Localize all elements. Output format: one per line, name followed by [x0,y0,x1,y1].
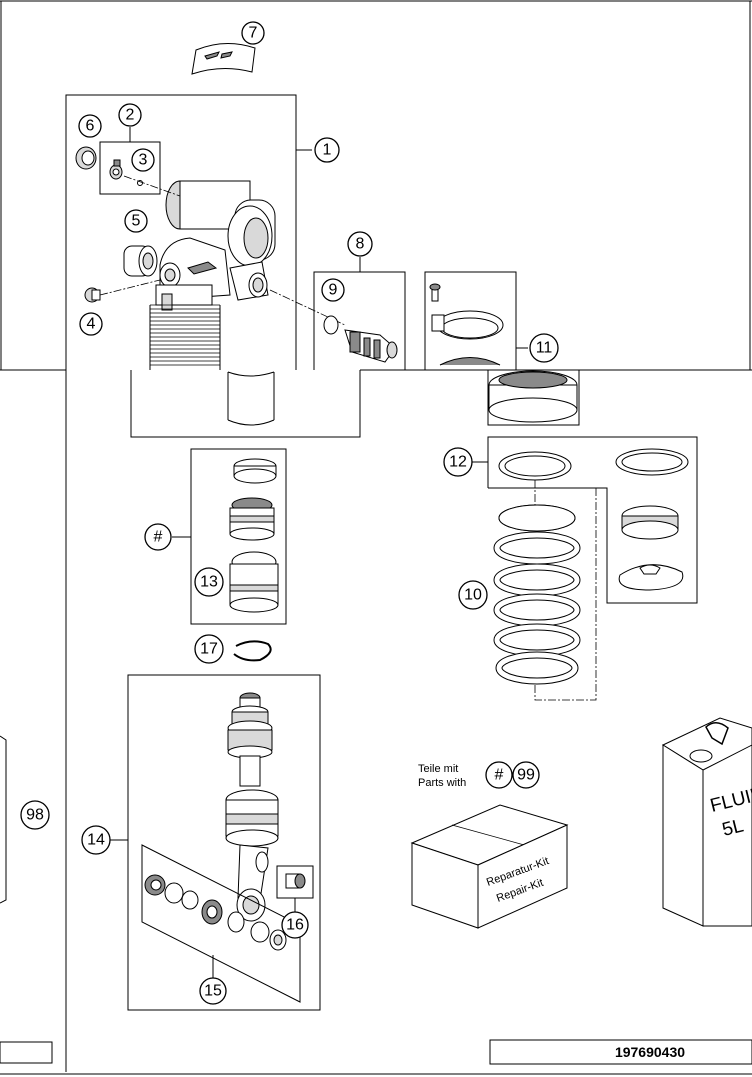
part-9-oring-valve [323,315,398,363]
callout-4: 4 [79,312,103,336]
callout-1: 1 [314,137,340,163]
part-11-adjuster [429,283,578,423]
part-13-set [229,458,279,613]
callout-14: 14 [81,825,111,855]
svg-text:8: 8 [356,236,365,253]
svg-text:5: 5 [132,213,141,230]
legend-line-1: Teile mit [418,763,458,775]
svg-text:99: 99 [517,767,535,784]
svg-text:#: # [154,529,163,546]
part-4-screw [84,279,161,303]
spring-coils [149,304,221,370]
callout-10: 10 [458,580,488,610]
svg-text:3: 3 [139,152,148,169]
assembly-box-13 [172,448,287,625]
drawing-number-box: 197690430 [489,1039,752,1065]
svg-text:17: 17 [200,641,218,658]
svg-text:7: 7 [249,25,258,42]
callout-99: 99 [512,761,540,789]
shock-absorber-body [149,180,346,426]
fluid-can: FLUID 5L [661,717,752,927]
svg-text:#: # [495,767,504,784]
svg-text:12: 12 [449,454,467,471]
drawing-number: 197690430 [615,1044,685,1060]
left-partial-can [0,735,53,1064]
assembly-box-8 [313,257,406,437]
legend: Teile mit Parts with [418,763,466,789]
part-7-sticker [191,43,256,75]
svg-text:98: 98 [26,807,44,824]
callout-6: 6 [78,114,102,138]
callout-hash-1: # [144,523,172,551]
svg-text:9: 9 [329,282,338,299]
svg-text:14: 14 [87,832,105,849]
svg-text:10: 10 [464,587,482,604]
part-6-cap [75,146,97,170]
part-5-bushing [123,245,158,277]
callout-11: 11 [529,333,559,363]
svg-text:13: 13 [200,574,218,591]
fluid-label-2: 5L [720,815,746,840]
svg-text:15: 15 [204,983,222,1000]
callout-13: 13 [194,567,224,597]
svg-text:2: 2 [126,107,135,124]
repair-kit-box: Reparatur-Kit Repair-Kit [410,804,569,929]
callout-12: 12 [443,447,473,477]
callout-16: 16 [281,911,309,939]
assembly-box-12 [472,436,698,604]
part-12-spacers [498,448,689,591]
legend-line-2: Parts with [418,777,466,789]
part-14-piston-rod [225,692,279,922]
svg-text:16: 16 [286,917,304,934]
assembly-box-14 [110,674,321,1011]
svg-text:4: 4 [87,316,96,333]
part-10-spring [493,480,597,701]
part-17-circlip [233,640,272,662]
callout-8: 8 [347,231,373,257]
callout-2: 2 [118,103,142,127]
callout-hash-2: # [485,761,513,789]
svg-text:1: 1 [323,142,332,159]
assembly-box-15 [141,844,301,1003]
callout-9: 9 [321,278,345,302]
part-2-3-valve [109,159,181,197]
callout-15: 15 [199,977,227,1005]
assembly-box-11 [424,271,580,426]
callout-98: 98 [20,800,50,830]
callout-5: 5 [124,209,148,233]
callout-7: 7 [241,21,265,45]
svg-text:6: 6 [86,118,95,135]
callout-17: 17 [194,634,224,664]
svg-text:11: 11 [536,340,553,357]
part-16-fitting [285,873,306,889]
callout-3: 3 [131,148,155,172]
part-15-seals [144,874,287,951]
